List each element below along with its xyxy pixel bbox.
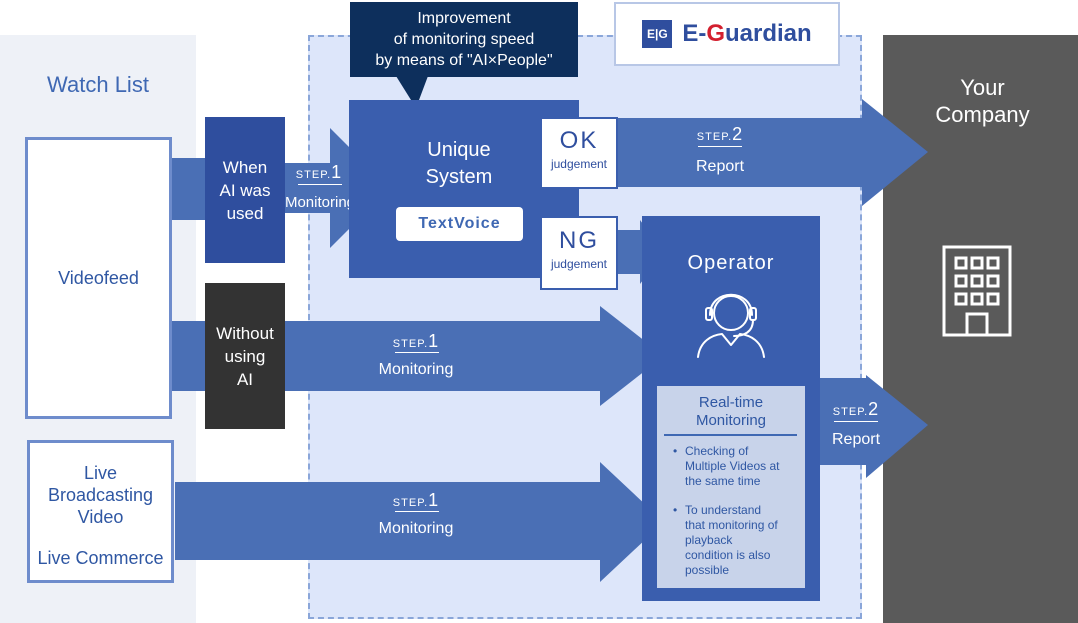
step1-ai-underline [298, 184, 342, 185]
bullet-playback-condition: • To understand that monitoring of playb… [673, 503, 778, 577]
ok-judgement-box: OK judgement [540, 117, 618, 189]
step1-noai-tag: STEP.1 [392, 331, 440, 351]
arrow-videofeed-to-ai [170, 158, 206, 220]
step2-ok-label: Report [695, 158, 745, 175]
ai-line1: When [222, 157, 268, 177]
logo-wordmark: E-Guardian [682, 20, 812, 47]
noai-line1: Without [216, 323, 274, 343]
speed-callout [350, 2, 578, 77]
step2-op-label: Report [831, 431, 881, 448]
step2-ok-tag: STEP.2 [696, 124, 744, 144]
company-line2: Company [935, 102, 1030, 127]
step1-live-underline [395, 511, 439, 512]
ok-judgement-label: judgement [550, 157, 608, 171]
live-commerce-label: Live Commerce [37, 548, 164, 568]
noai-line2: using [224, 346, 266, 366]
step1-noai-label: Monitoring [378, 361, 454, 378]
step2-op-underline [834, 421, 878, 422]
arrow-operator-report [818, 375, 928, 478]
unique-system-title: Unique System [399, 137, 519, 191]
realtime-bullet-list: • Checking of Multiple Videos at the sam… [671, 444, 803, 578]
step1-live-label: Monitoring [378, 520, 454, 537]
realtime-line2: Monitoring [695, 412, 767, 429]
step1-live-tag: STEP.1 [392, 490, 440, 510]
ng-judgement-label: judgement [550, 257, 608, 271]
logo-mark-icon: E|G [642, 20, 673, 48]
videofeed-box: Videofeed [25, 137, 172, 419]
arrow-ng-to-operator [618, 220, 664, 284]
arrow-step1-live [175, 462, 664, 582]
realtime-line1: Real-time [698, 394, 764, 411]
arrow-step1-ai [285, 128, 390, 248]
realtime-title: Real-time Monitoring [657, 394, 805, 430]
arrow-step1-noai [170, 306, 664, 406]
step2-ok-underline [698, 146, 742, 147]
textvoice-badge: TextVoice [396, 207, 523, 241]
watch-list-title: Watch List [47, 72, 149, 97]
step1-ai-label: Monitoring [284, 194, 356, 211]
company-panel [883, 35, 1078, 623]
company-line1: Your [960, 75, 1005, 100]
e-guardian-logo: E|G E-Guardian [614, 2, 840, 66]
step2-op-tag: STEP.2 [832, 399, 880, 419]
operator-title: Operator [687, 252, 775, 274]
step1-ai-tag: STEP.1 [295, 162, 343, 182]
arrow-ok-report [618, 99, 928, 206]
ai-line2: AI was [219, 180, 271, 200]
live-broadcasting-box [27, 440, 174, 583]
callout-line2: of monitoring speed [393, 31, 535, 48]
live-broadcasting-label: Live Broadcasting Video [27, 462, 174, 528]
ng-judgement-box: NG judgement [540, 216, 618, 290]
realtime-divider [664, 434, 797, 436]
noai-line3: AI [236, 369, 254, 389]
bullet-checking-multiple: • Checking of Multiple Videos at the sam… [673, 444, 780, 488]
your-company-title: Your Company [895, 74, 1070, 128]
callout-line3: by means of "AI×People" [375, 52, 553, 69]
live-line2: Broadcasting [47, 485, 154, 505]
unique-line2: System [425, 166, 493, 188]
step1-noai-underline [395, 352, 439, 353]
ai-line3: used [226, 203, 264, 223]
live-line3: Video [77, 507, 124, 527]
callout-text: Improvement of monitoring speed by means… [350, 8, 578, 71]
live-line1: Live [83, 463, 118, 483]
realtime-monitoring-box [657, 386, 805, 588]
when-ai-used-box: When AI was used [205, 117, 285, 263]
ok-label: OK [559, 127, 599, 154]
callout-line1: Improvement [417, 10, 511, 27]
ng-label: NG [559, 227, 599, 254]
without-ai-box: Without using AI [205, 283, 285, 429]
unique-line1: Unique [427, 139, 491, 161]
videofeed-label: Videofeed [58, 267, 139, 288]
